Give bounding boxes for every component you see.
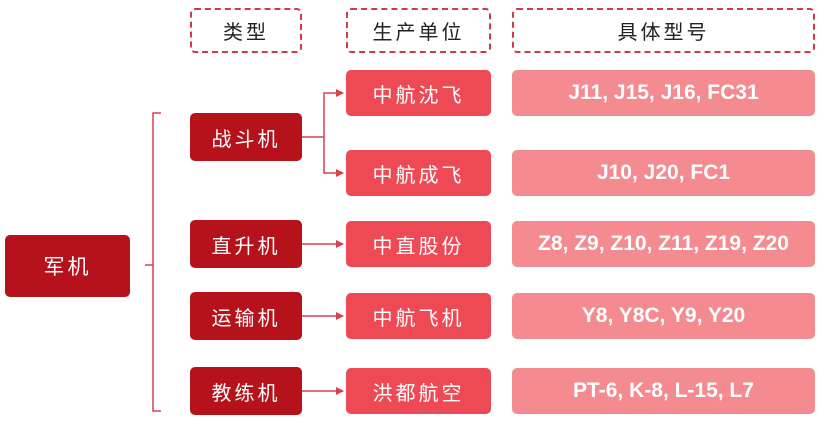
header-maker: 生产单位 [346, 8, 491, 53]
maker-avicopter: 中直股份 [346, 221, 491, 267]
fighter-connector-up [323, 89, 344, 137]
models-hongdu: PT-6, K-8, L-15, L7 [512, 368, 815, 414]
header-model: 具体型号 [512, 8, 815, 53]
type-fighter: 战斗机 [190, 113, 302, 161]
models-chengdu: J10, J20, FC1 [512, 150, 815, 196]
type-helicopter: 直升机 [190, 220, 302, 268]
fighter-connector-down [323, 137, 344, 177]
models-shenyang: J11, J15, J16, FC31 [512, 70, 815, 116]
header-type: 类型 [190, 8, 302, 53]
type-transport: 运输机 [190, 292, 302, 340]
models-avicopter: Z8, Z9, Z10, Z11, Z19, Z20 [512, 221, 815, 267]
models-xian: Y8, Y8C, Y9, Y20 [512, 293, 815, 339]
root-military-aircraft: 军机 [5, 235, 130, 297]
maker-shenyang: 中航沈飞 [346, 70, 491, 116]
maker-chengdu: 中航成飞 [346, 150, 491, 196]
maker-hongdu: 洪都航空 [346, 368, 491, 414]
type-trainer: 教练机 [190, 367, 302, 415]
root-bracket [152, 112, 161, 412]
maker-xian: 中航飞机 [346, 293, 491, 339]
